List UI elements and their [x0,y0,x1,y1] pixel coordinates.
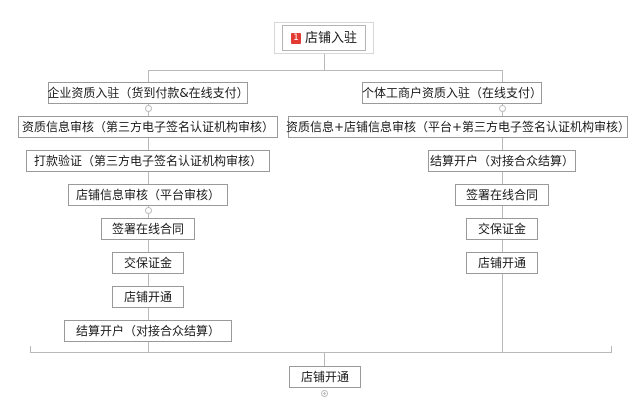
connector-split-bar [148,70,502,71]
connector-left-to-merge [148,342,149,352]
right-branch-header[interactable]: 个体工商户资质入驻（在线支付） [362,82,542,104]
connector-dot-right-1 [499,105,506,112]
connector-left-7 [148,308,149,320]
expand-plus-icon[interactable] [321,390,328,397]
left-step-3[interactable]: 店铺信息审核（平台审核） [68,184,228,206]
root-badge-icon: 1 [291,32,301,44]
connector-left-3 [148,172,149,184]
right-step-5[interactable]: 店铺开通 [466,252,538,274]
left-step-4[interactable]: 签署在线合同 [101,218,195,240]
connector-merge-bar [30,352,612,353]
merge-node-shop-opened[interactable]: 店铺开通 [289,366,361,388]
root-node-shop-entry[interactable]: 1 店铺入驻 [282,25,366,51]
right-step-1[interactable]: 资质信息+店铺信息审核（平台+第三方电子签名认证机构审核） [286,116,630,138]
connector-merge-down [324,352,325,366]
connector-merge-right-tick [611,346,612,353]
connector-split-left-drop [148,70,149,82]
connector-left-6 [148,274,149,286]
left-step-2[interactable]: 打款验证（第三方电子签名认证机构审核） [26,150,270,172]
connector-merge-left-tick [30,346,31,353]
connector-right-5 [502,240,503,252]
left-branch-header[interactable]: 企业资质入驻（货到付款&在线支付） [47,82,249,104]
connector-dot-left-2 [145,207,152,214]
connector-dot-left-1 [145,105,152,112]
right-step-2[interactable]: 结算开户（对接合众结算） [428,150,576,172]
connector-left-5 [148,240,149,252]
left-step-5[interactable]: 交保证金 [112,252,184,274]
right-step-4[interactable]: 交保证金 [466,218,538,240]
connector-right-to-merge [502,274,503,352]
root-node-label: 店铺入驻 [304,30,357,46]
left-step-6[interactable]: 店铺开通 [112,286,184,308]
right-step-3[interactable]: 签署在线合同 [455,184,549,206]
connector-left-2 [148,138,149,150]
connector-root-down [324,54,325,70]
left-step-7[interactable]: 结算开户（对接合众结算） [64,320,232,342]
connector-split-right-drop [502,70,503,82]
left-step-1[interactable]: 资质信息审核（第三方电子签名认证机构审核） [18,116,278,138]
connector-right-3 [502,172,503,184]
connector-right-4 [502,206,503,218]
connector-right-2 [502,138,503,150]
